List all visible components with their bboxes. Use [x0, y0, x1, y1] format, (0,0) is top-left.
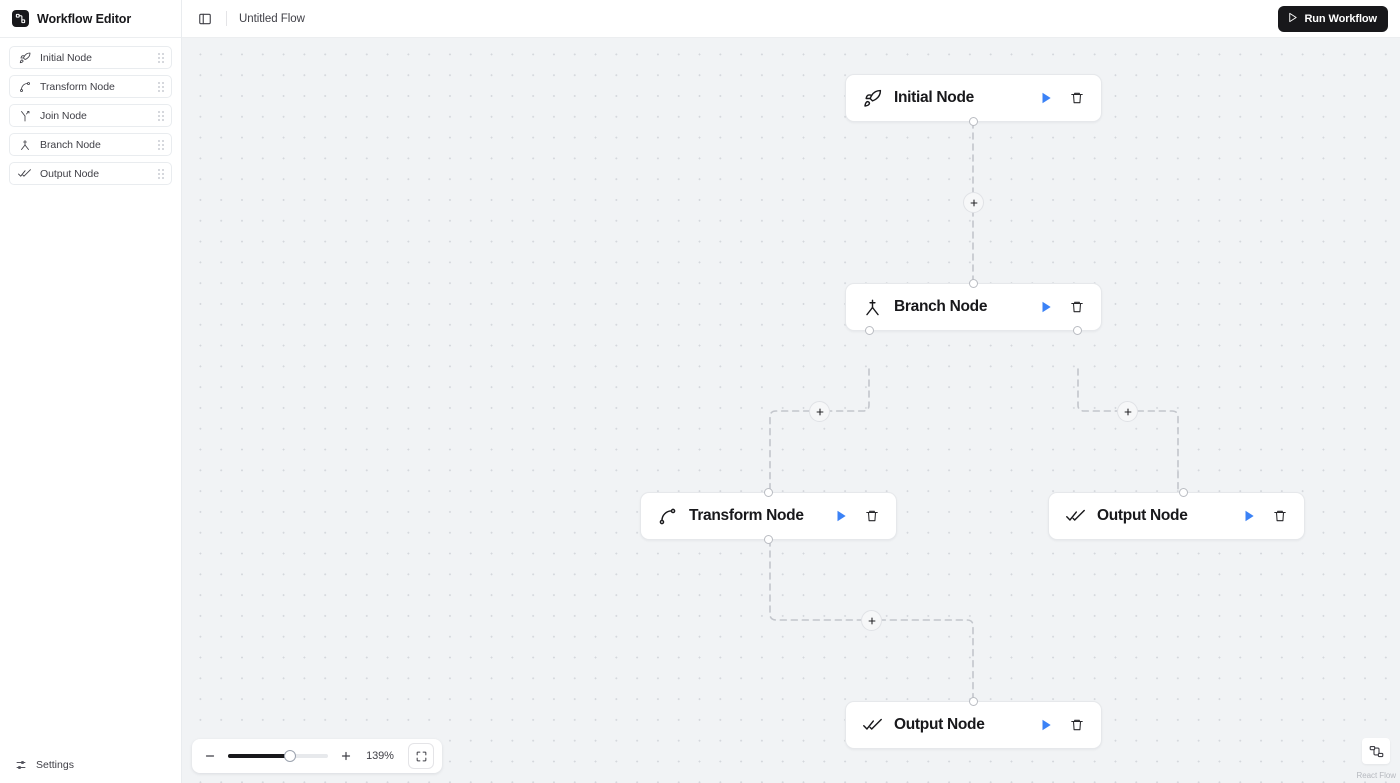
run-workflow-button[interactable]: Run Workflow	[1278, 5, 1388, 32]
node-handle-bottom-left[interactable]	[865, 326, 874, 335]
trash-icon[interactable]	[1067, 88, 1087, 108]
drag-handle-icon[interactable]	[158, 139, 164, 150]
zoom-in-button[interactable]	[338, 748, 354, 764]
split-branch-icon	[863, 298, 882, 317]
node-initial[interactable]: Initial Node	[845, 74, 1102, 126]
topbar: Untitled Flow Run Workflow	[182, 0, 1400, 38]
double-check-icon	[18, 167, 31, 180]
node-label: Initial Node	[894, 89, 974, 106]
trash-icon[interactable]	[1067, 715, 1087, 735]
panel-left-icon[interactable]	[194, 8, 216, 30]
node-actions	[1239, 506, 1290, 526]
edge-layer	[769, 121, 1179, 702]
edge-branch-transform	[769, 368, 870, 493]
brand-header: Workflow Editor	[0, 0, 181, 38]
node-handle-top[interactable]	[1179, 488, 1188, 497]
play-filled-icon[interactable]	[831, 506, 851, 526]
minimap-icon[interactable]	[1362, 738, 1390, 764]
zoom-out-button[interactable]	[202, 748, 218, 764]
zoom-slider-fill	[228, 754, 290, 758]
main-area: Untitled Flow Run Workflow	[182, 0, 1400, 783]
merge-arrows-icon	[18, 109, 31, 122]
node-handle-bottom-right[interactable]	[1073, 326, 1082, 335]
sidebar-item-settings[interactable]: Settings	[0, 747, 182, 783]
node-handle-bottom[interactable]	[969, 117, 978, 126]
node-actions	[831, 506, 882, 526]
node-handle-bottom[interactable]	[764, 535, 773, 544]
node-label: Transform Node	[689, 507, 804, 524]
rocket-icon	[18, 51, 31, 64]
zoom-level-label: 139%	[366, 750, 394, 762]
add-node-button-initial-branch[interactable]	[963, 192, 984, 213]
palette-item-output-node[interactable]: Output Node	[9, 162, 172, 185]
node-actions	[1036, 88, 1087, 108]
sliders-icon	[14, 759, 27, 772]
drag-handle-icon[interactable]	[158, 168, 164, 179]
flow-canvas[interactable]: Initial Node	[182, 38, 1400, 783]
react-flow-attribution[interactable]: React Flow	[1356, 771, 1396, 780]
split-branch-icon	[18, 138, 31, 151]
drag-handle-icon[interactable]	[158, 81, 164, 92]
node-handle-top[interactable]	[764, 488, 773, 497]
spline-curve-icon	[18, 80, 31, 93]
add-node-button-transform-output[interactable]	[861, 610, 882, 631]
add-node-button-branch-transform[interactable]	[809, 401, 830, 422]
node-actions	[1036, 297, 1087, 317]
trash-icon[interactable]	[862, 506, 882, 526]
spline-curve-icon	[658, 507, 677, 526]
topbar-divider	[226, 11, 227, 26]
node-transform[interactable]: Transform Node	[640, 488, 897, 544]
node-handle-top[interactable]	[969, 697, 978, 706]
node-palette: Initial Node Transform Node	[0, 38, 181, 185]
double-check-icon	[1066, 507, 1085, 526]
node-branch[interactable]: Branch Node	[845, 279, 1102, 335]
palette-item-label: Join Node	[40, 109, 87, 122]
node-label: Output Node	[894, 716, 985, 733]
workflow-logo-icon	[12, 10, 29, 27]
node-handle-top[interactable]	[969, 279, 978, 288]
trash-icon[interactable]	[1270, 506, 1290, 526]
node-label: Output Node	[1097, 507, 1188, 524]
trash-icon[interactable]	[1067, 297, 1087, 317]
play-filled-icon[interactable]	[1036, 715, 1056, 735]
node-output-right[interactable]: Output Node	[1048, 488, 1305, 540]
play-outline-icon	[1287, 12, 1298, 26]
palette-item-branch-node[interactable]: Branch Node	[9, 133, 172, 156]
palette-item-transform-node[interactable]: Transform Node	[9, 75, 172, 98]
play-filled-icon[interactable]	[1036, 297, 1056, 317]
play-filled-icon[interactable]	[1239, 506, 1259, 526]
palette-item-join-node[interactable]: Join Node	[9, 104, 172, 127]
node-output-bottom[interactable]: Output Node	[845, 697, 1102, 749]
settings-label: Settings	[36, 759, 74, 771]
palette-item-label: Transform Node	[40, 80, 115, 93]
play-filled-icon[interactable]	[1036, 88, 1056, 108]
node-actions	[1036, 715, 1087, 735]
palette-item-label: Initial Node	[40, 51, 92, 64]
zoom-slider-thumb[interactable]	[284, 750, 296, 762]
palette-item-label: Output Node	[40, 167, 99, 180]
palette-item-initial-node[interactable]: Initial Node	[9, 46, 172, 69]
brand-title: Workflow Editor	[37, 11, 132, 26]
palette-item-label: Branch Node	[40, 138, 101, 151]
run-workflow-label: Run Workflow	[1304, 12, 1377, 25]
fit-view-button[interactable]	[408, 743, 434, 769]
node-label: Branch Node	[894, 298, 988, 315]
edge-branch-output	[1077, 368, 1179, 493]
rocket-icon	[863, 89, 882, 108]
double-check-icon	[863, 716, 882, 735]
sidebar: Workflow Editor Initial Node	[0, 0, 182, 783]
drag-handle-icon[interactable]	[158, 110, 164, 121]
add-node-button-branch-output[interactable]	[1117, 401, 1138, 422]
zoom-slider[interactable]	[228, 748, 328, 764]
flow-title[interactable]: Untitled Flow	[239, 12, 305, 25]
drag-handle-icon[interactable]	[158, 52, 164, 63]
zoom-controls: 139%	[192, 739, 442, 773]
